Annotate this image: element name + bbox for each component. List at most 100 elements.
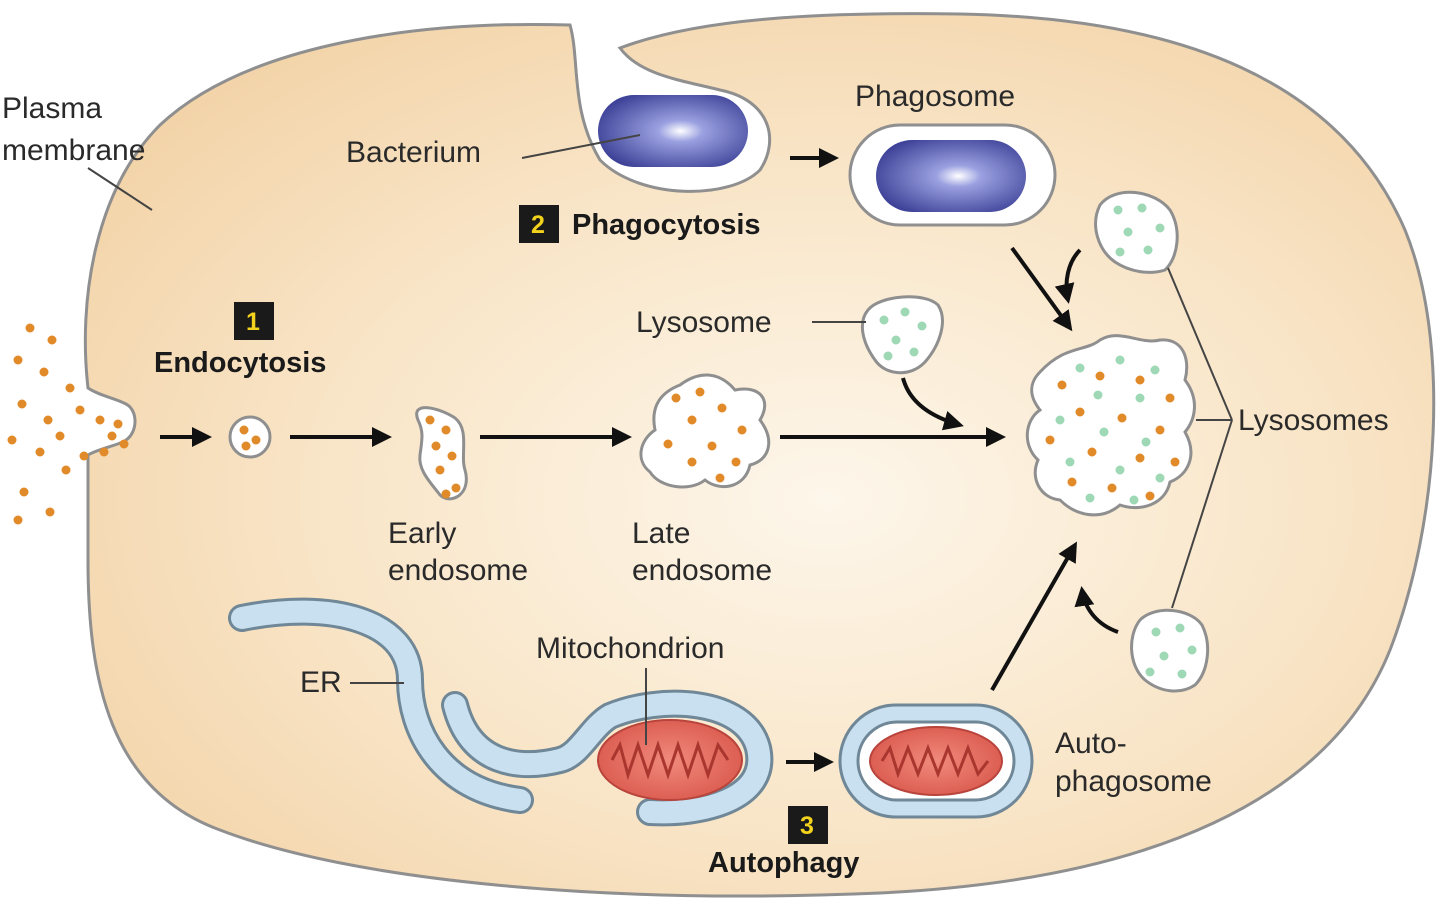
cargo-particle: [35, 447, 45, 457]
lysosome-arrow: [901, 377, 964, 431]
lysosome-enzyme: [900, 307, 910, 317]
autophagosome-mitochondrion: [869, 726, 1003, 796]
cargo-particle: [1135, 375, 1145, 385]
lysosome-enzyme: [1145, 667, 1155, 677]
cargo-particle: [687, 415, 697, 425]
cargo-particle: [95, 415, 105, 425]
lysosomes-leader-upper: [1167, 267, 1233, 421]
endocytic-vesicle: [228, 415, 272, 459]
cargo-particle: [431, 441, 441, 451]
mitochondrion-cristae: [610, 740, 730, 781]
cargo-particle: [425, 415, 435, 425]
cargo-particle: [1067, 477, 1077, 487]
lysosome-enzyme: [1129, 495, 1139, 505]
bacterium: [598, 95, 748, 167]
cargo-particle: [731, 457, 741, 467]
late-endosome-label-line2: endosome: [632, 554, 772, 587]
cargo-particle: [13, 355, 23, 365]
step-1-name: Endocytosis: [154, 347, 326, 379]
lysosome-upper-arrow: [1054, 248, 1082, 304]
cargo-particle: [75, 405, 85, 415]
step-2-badge: [519, 205, 559, 243]
phagosome-bacterium: [876, 140, 1026, 212]
lysosome-enzyme: [1085, 493, 1095, 503]
lysosome-enzyme: [1055, 415, 1065, 425]
lysosome-enzyme: [1141, 437, 1151, 447]
lysosome-enzyme: [1187, 645, 1197, 655]
lysosome-lower-arrow: [1074, 586, 1119, 634]
cargo-particle: [17, 399, 27, 409]
cargo-particle: [7, 435, 17, 445]
cargo-particle: [715, 473, 725, 483]
lysosome-enzyme: [1115, 355, 1125, 365]
lysosome-enzyme: [1093, 390, 1103, 400]
extracellular-cargo: [7, 323, 129, 525]
lysosome-enzyme: [1155, 223, 1165, 233]
autophagosome-mitochondrion-cristae: [880, 743, 990, 779]
cargo-particle: [1165, 393, 1175, 403]
lysosome-enzyme: [1155, 473, 1165, 483]
lysosome-enzyme: [1175, 623, 1185, 633]
step-1-number: 1: [246, 308, 260, 336]
cargo-particle: [1095, 371, 1105, 381]
lysosome: [860, 295, 944, 375]
bacterium-label: Bacterium: [346, 136, 481, 169]
lysosome-enzyme: [1075, 363, 1085, 373]
cargo-particle: [79, 451, 89, 461]
cargo-particle: [1045, 435, 1055, 445]
cargo-particle: [451, 483, 461, 493]
cargo-particle: [1087, 447, 1097, 457]
vesicle-contents: [239, 203, 1197, 679]
cargo-particle: [717, 403, 727, 413]
lysosome-enzyme: [917, 321, 927, 331]
lysosome-enzyme: [891, 335, 901, 345]
cargo-particle: [447, 451, 457, 461]
cargo-particle: [1117, 413, 1127, 423]
cargo-particle: [19, 487, 29, 497]
cargo-particle: [113, 419, 123, 429]
plasma-membrane-leader: [87, 167, 153, 211]
cargo-particle: [435, 465, 445, 475]
step-3-number: 3: [800, 812, 814, 840]
lysosome-enzyme: [1177, 669, 1187, 679]
lysosome-enzyme: [1123, 227, 1133, 237]
cargo-particle: [45, 507, 55, 517]
cargo-particle: [65, 383, 75, 393]
lysosome-enzyme: [1065, 457, 1075, 467]
lysosome-enzyme: [1159, 651, 1169, 661]
bacterium-leader: [521, 134, 641, 159]
cargo-particle: [687, 457, 697, 467]
mitochondrion-label: Mitochondrion: [536, 632, 724, 665]
late-endosome-label-line1: Late: [632, 517, 690, 550]
lysosome-enzyme: [883, 351, 893, 361]
early-endosome-label-line1: Early: [388, 517, 456, 550]
cargo-particle: [239, 425, 249, 435]
cargo-particle: [1155, 425, 1165, 435]
er-label: ER: [300, 666, 342, 699]
cargo-particle: [39, 367, 49, 377]
lysosome-enzyme: [1115, 247, 1125, 257]
early-endosome-label-line2: endosome: [388, 554, 528, 587]
cargo-particle: [1057, 380, 1067, 390]
lysosome-enzyme: [1143, 245, 1153, 255]
cargo-particle: [61, 465, 71, 475]
autophagosome-label-line1: Auto-: [1055, 727, 1127, 760]
lysosome-enzyme: [1150, 365, 1160, 375]
phagosome-to-lysosome-arrow: [1010, 246, 1073, 332]
cargo-particle: [119, 439, 129, 449]
cargo-particle: [707, 441, 717, 451]
lysosome-enzyme: [1099, 427, 1109, 437]
cargo-particle: [107, 431, 117, 441]
cargo-particle: [441, 425, 451, 435]
plasma-membrane-label-line2: membrane: [2, 134, 145, 167]
fusion-lysosome: [1025, 334, 1196, 517]
autophagosome-label-line2: phagosome: [1055, 765, 1212, 798]
cargo-particle: [251, 435, 261, 445]
lysosome-enzyme: [1115, 465, 1125, 475]
cargo-particle: [1107, 483, 1117, 493]
mitochondrion: [597, 719, 743, 801]
cargo-particle: [55, 431, 65, 441]
cargo-particle: [663, 439, 673, 449]
cargo-particle: [695, 387, 705, 397]
